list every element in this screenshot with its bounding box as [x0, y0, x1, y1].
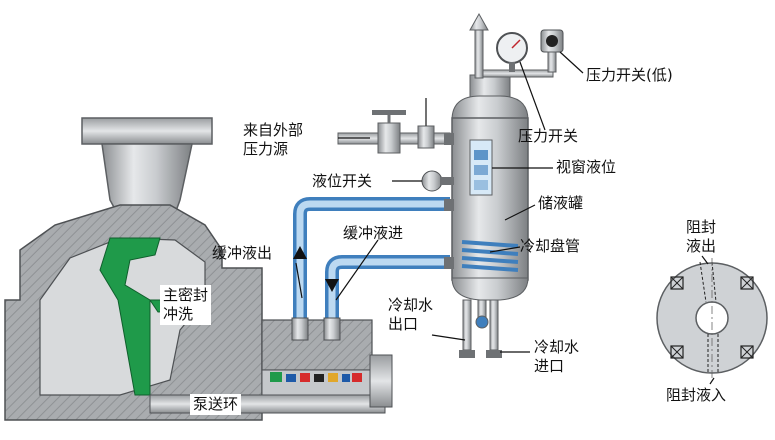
reservoir-tank	[444, 74, 529, 358]
top-instruments	[421, 12, 564, 192]
label-pressure-switch-low: 压力开关(低)	[586, 66, 673, 84]
label-reservoir: 储液罐	[538, 194, 584, 212]
label-cooling-water-inlet: 冷却水 进口	[534, 338, 580, 375]
label-sight-glass-level: 视窗液位	[556, 158, 617, 176]
flow-arrow-up	[293, 246, 307, 259]
label-barrier-in: 阻封液入	[666, 386, 727, 404]
label-external-pressure-source: 来自外部 压力源	[243, 121, 304, 158]
label-primary-seal-flush: 主密封 冲洗	[160, 285, 212, 325]
label-buffer-out: 缓冲液出	[212, 244, 273, 262]
label-level-switch: 液位开关	[312, 172, 373, 190]
flow-arrow-down	[325, 279, 339, 292]
label-buffer-in: 缓冲液进	[343, 224, 404, 242]
label-cooling-coil: 冷却盘管	[520, 237, 581, 255]
label-barrier-out: 阻封 液出	[686, 218, 717, 255]
flange-detail	[656, 258, 768, 380]
label-pressure-switch: 压力开关	[518, 127, 579, 145]
leader-lines	[295, 51, 715, 385]
label-cooling-water-outlet: 冷却水 出口	[388, 296, 434, 333]
label-pumping-ring: 泵送环	[190, 394, 242, 415]
